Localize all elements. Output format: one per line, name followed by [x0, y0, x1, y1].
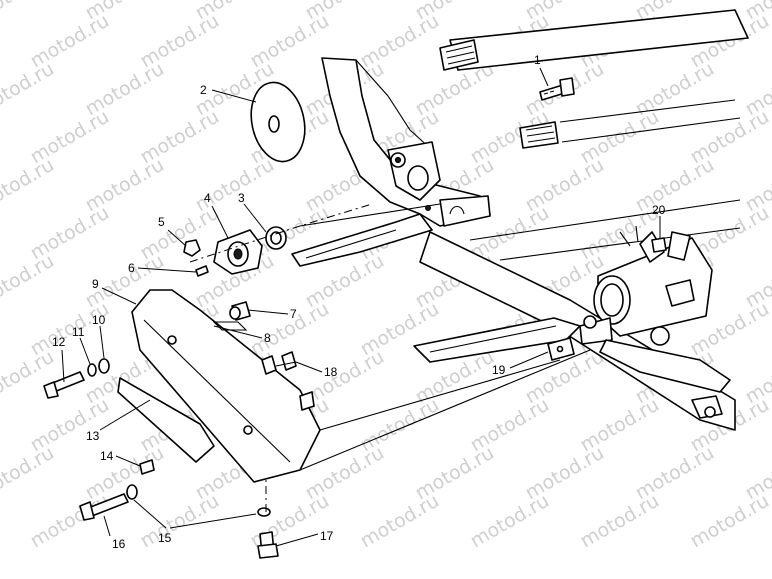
- callout-19: 19: [492, 363, 506, 377]
- callout-11: 11: [72, 325, 85, 339]
- callout-5: 5: [158, 215, 165, 229]
- callout-17: 17: [320, 529, 334, 543]
- callout-labels: 1 2 3 4 5 6 7 8 9 10 11 12 13 14 15 16 1…: [52, 53, 666, 551]
- watermark-text: motod.ru: [0, 10, 3, 73]
- callout-6: 6: [128, 261, 135, 275]
- watermark-text: motod.ru: [27, 490, 113, 553]
- callout-8: 8: [264, 331, 271, 345]
- watermark-text: motod.ru: [357, 490, 443, 553]
- callout-12: 12: [52, 335, 66, 349]
- watermark-text: motod.ru: [0, 346, 58, 409]
- watermark-text: motod.ru: [0, 0, 58, 24]
- callout-1: 1: [534, 53, 541, 67]
- watermark-text: motod.ru: [687, 490, 772, 553]
- watermark-text: motod.ru: [0, 442, 58, 505]
- watermark-text: motod.ru: [0, 490, 3, 553]
- watermark-text: motod.ru: [0, 202, 3, 265]
- callout-13: 13: [86, 429, 100, 443]
- callout-4: 4: [204, 191, 211, 205]
- watermark-text: motod.ru: [0, 58, 58, 121]
- leader-lines: [61, 67, 661, 547]
- parts-drawing: [43, 77, 667, 559]
- callout-3: 3: [238, 191, 245, 205]
- watermark-text: motod.ru: [0, 154, 58, 217]
- watermark-text: motod.ru: [0, 298, 3, 361]
- frame-drawing: [291, 9, 749, 431]
- watermark-text: motod.ru: [0, 394, 3, 457]
- callout-10: 10: [92, 313, 106, 327]
- watermark-text: motod.ru: [467, 490, 553, 553]
- callout-16: 16: [112, 537, 126, 551]
- callout-20: 20: [652, 203, 666, 217]
- watermark-text: motod.ru: [577, 490, 663, 553]
- watermark-text: motod.ru: [0, 250, 58, 313]
- callout-2: 2: [200, 83, 207, 97]
- callout-9: 9: [92, 277, 99, 291]
- callout-15: 15: [158, 531, 172, 545]
- callout-7: 7: [290, 307, 297, 321]
- callout-14: 14: [100, 449, 114, 463]
- watermark-text: motod.ru: [0, 106, 3, 169]
- callout-18: 18: [324, 365, 338, 379]
